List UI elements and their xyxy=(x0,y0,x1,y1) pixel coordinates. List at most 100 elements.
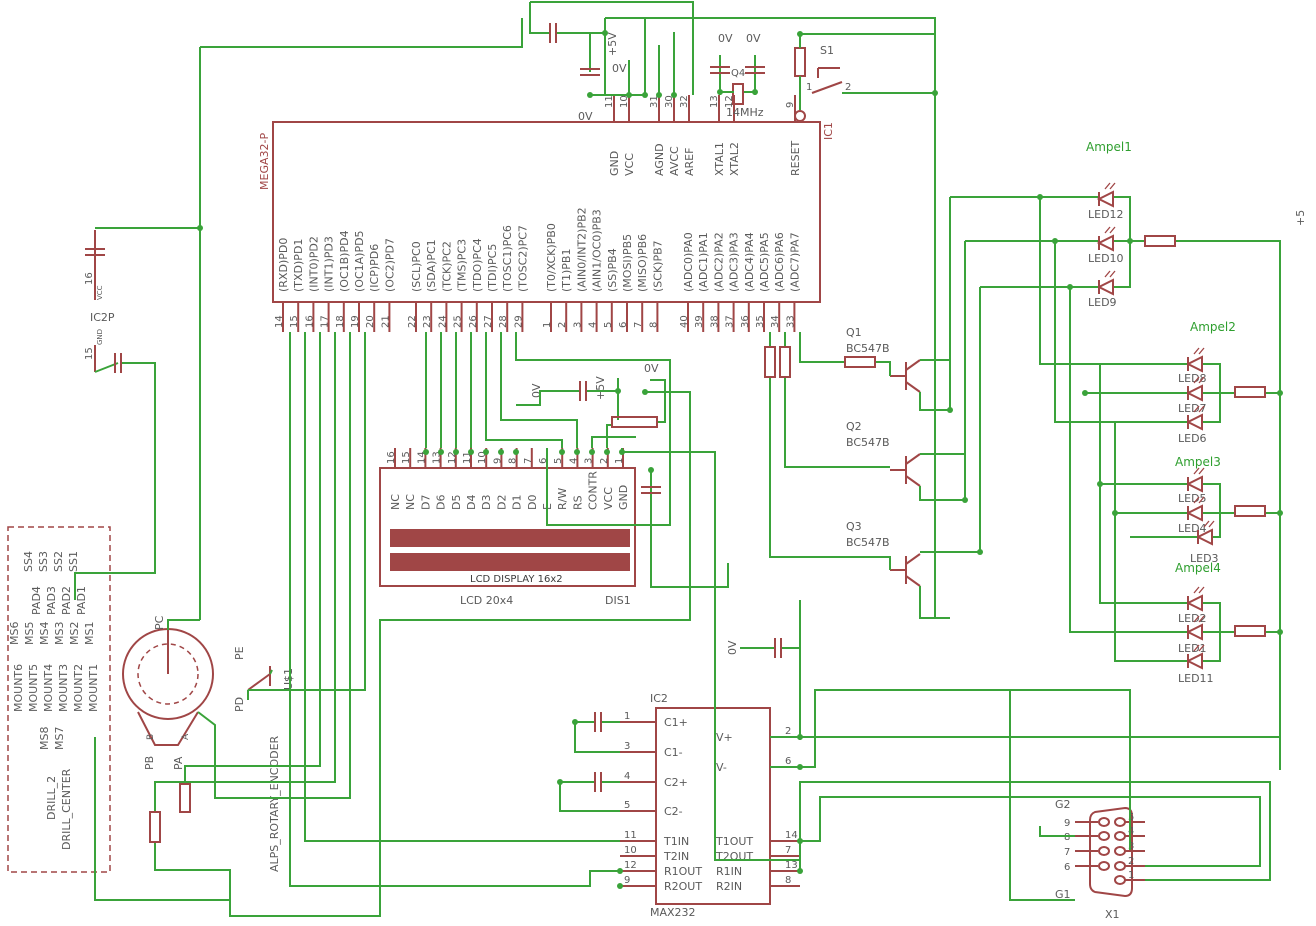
led: LED1 xyxy=(1178,615,1207,655)
encoder-pc-label: PC xyxy=(153,615,166,630)
lcd-pin-number: 15 xyxy=(401,451,412,464)
lcd-pins: NC16NC15D714D613D512D411D310D29D18D07E6R… xyxy=(386,448,630,510)
x1-right-pin: 5 xyxy=(1128,812,1134,823)
ic2-left-pin-number: 1 xyxy=(624,711,630,722)
ic2-right-pin-number: 8 xyxy=(785,875,791,886)
lcd-pin-label: RS xyxy=(571,495,584,510)
pcb-mount-label: MOUNT2 xyxy=(72,664,85,712)
ic2-right-pin-label: T1OUT xyxy=(715,835,753,848)
lcd-pin-number: 16 xyxy=(386,451,397,464)
junction xyxy=(602,30,608,36)
led: LED6 xyxy=(1178,405,1207,445)
pcb-pad-label: PAD2 xyxy=(60,586,73,615)
ic1-top-pin-label: RESET xyxy=(789,140,802,176)
x1-left-pin: 9 xyxy=(1064,818,1070,829)
ic1-bottom-pin-number: 26 xyxy=(468,315,479,328)
led: LED2 xyxy=(1178,586,1207,625)
lcd-pin-number: 10 xyxy=(477,451,488,464)
ic1-top-pin-label: AREF xyxy=(683,148,696,176)
ic2-name-label: IC2 xyxy=(650,692,668,705)
lcd-pin-label: D4 xyxy=(465,495,478,510)
led: LED11 xyxy=(1178,644,1214,685)
power-label: 0V xyxy=(578,110,593,123)
lcd-pin-number: 1 xyxy=(614,458,625,464)
capacitor xyxy=(594,772,602,792)
wire xyxy=(559,782,620,812)
ic1-bottom-pin-label: (RXD)PD0 xyxy=(277,238,290,292)
lcd-pin-number: 3 xyxy=(584,458,595,464)
resistor xyxy=(1234,386,1266,398)
wire xyxy=(605,17,936,340)
ic1-bottom-pin-number: 22 xyxy=(407,315,418,328)
ic1-top-pin-number: 30 xyxy=(664,95,675,108)
ic1-bottom-pin-number: 4 xyxy=(588,322,599,328)
ic2-right-pin-number: 6 xyxy=(785,756,791,767)
wire xyxy=(500,332,578,448)
ic2-right-pin-number: 7 xyxy=(785,845,791,856)
crystal: 14MHz Q4 xyxy=(726,68,764,119)
ic1-bottom-pin-label: (INT0)PD2 xyxy=(307,236,320,292)
ic1-bottom-pin-number: 21 xyxy=(380,315,391,328)
ic1-bottom-pin-number: 7 xyxy=(633,322,644,328)
junction xyxy=(656,92,662,98)
wire xyxy=(1175,240,1281,770)
x1-right-pin: 2 xyxy=(1128,856,1134,867)
x1-g1-label: G1 xyxy=(1055,888,1071,901)
junction xyxy=(962,497,968,503)
wire xyxy=(167,619,200,630)
transistor-type: BC547B xyxy=(846,436,890,449)
power-label: 0V xyxy=(746,32,761,45)
junction xyxy=(977,549,983,555)
pcb-ms-label: MS5 xyxy=(23,622,36,645)
junction xyxy=(671,92,677,98)
transistor-name: Q2 xyxy=(846,420,862,433)
pcb-ms-label: MS4 xyxy=(38,622,51,645)
power-label: +5 xyxy=(1294,210,1307,226)
wire xyxy=(574,722,620,753)
capacitor xyxy=(549,23,557,43)
ic1-bottom-pin-number: 28 xyxy=(498,315,509,328)
junction xyxy=(423,449,429,455)
led-label: LED10 xyxy=(1088,252,1124,265)
lcd-pin-label: D3 xyxy=(480,495,493,510)
lcd-pin-number: 6 xyxy=(538,458,549,464)
ic2-left-pin-number: 3 xyxy=(624,741,630,752)
ic2-right-pin-label: R1IN xyxy=(716,865,742,878)
ic2-left-pin-number: 4 xyxy=(624,771,630,782)
lcd-display: LCD DISPLAY 16x2 LCD 20x4 DIS1 NC16NC15D… xyxy=(379,448,636,607)
ic1-bottom-pin-label: (ADC7)PA7 xyxy=(788,232,801,292)
wire xyxy=(650,500,729,588)
pcb-pad-label: PAD1 xyxy=(75,586,88,615)
ic2-left-pin-label: C2- xyxy=(664,805,683,818)
wire xyxy=(529,2,550,34)
lcd-pin-number: 7 xyxy=(523,458,534,464)
ic2-right-pin-number: 2 xyxy=(785,726,791,737)
ic1-bottom-pin-label: (AIN1/OC0)PB3 xyxy=(591,209,604,292)
ic1-bottom-pin-label: (ADC0)PA0 xyxy=(682,232,695,292)
ic1-bottom-pin-number: 37 xyxy=(725,315,736,328)
transistor-name: Q3 xyxy=(846,520,862,533)
ic1-bottom-pin-number: 16 xyxy=(304,315,315,328)
junction xyxy=(619,449,625,455)
wire xyxy=(800,796,1261,867)
lcd-pin-number: 12 xyxy=(447,451,458,464)
ic1-bottom-pin-label: (SCK)PB7 xyxy=(651,240,664,292)
junction xyxy=(483,449,489,455)
encoder-b-label: B xyxy=(146,734,156,740)
ic1-bottom-pin-label: (ADC2)PA2 xyxy=(712,232,725,292)
x1-name-label: X1 xyxy=(1105,908,1120,921)
ic1-bottom-pin-number: 5 xyxy=(603,322,614,328)
wire xyxy=(769,377,891,570)
junction xyxy=(587,92,593,98)
ic1-bottom-pin-label: (T1)PB1 xyxy=(560,249,573,292)
ic1-name-label: IC1 xyxy=(822,122,835,140)
capacitor xyxy=(114,353,122,373)
wire xyxy=(799,781,1271,881)
wire xyxy=(94,737,230,901)
ic2-right-pin-label: T2OUT xyxy=(715,850,753,863)
lcd-pin-number: 11 xyxy=(462,451,473,464)
wire xyxy=(799,332,845,363)
junction xyxy=(1277,390,1283,396)
